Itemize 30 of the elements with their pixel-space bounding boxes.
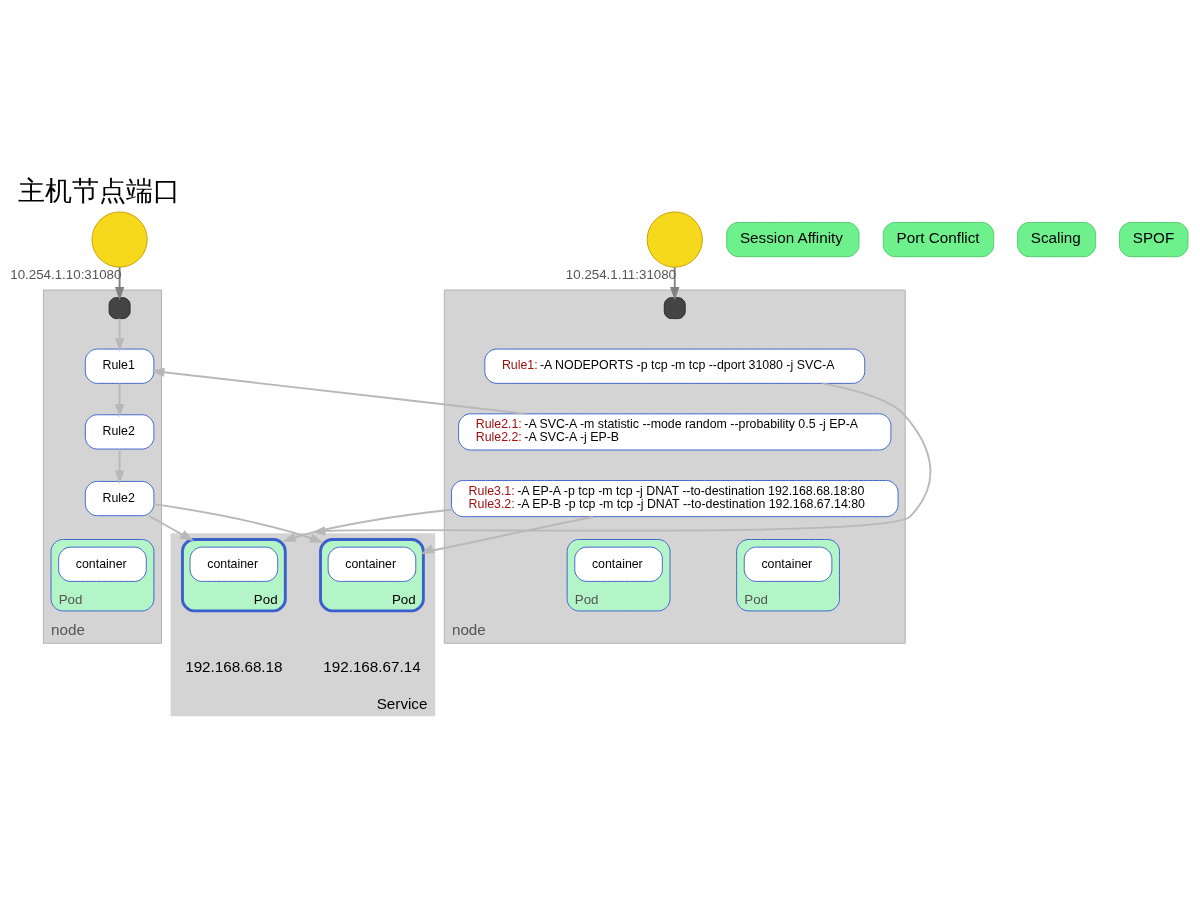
node-box: container xyxy=(327,546,417,582)
arrow xyxy=(114,317,125,352)
node-box: Rule1 xyxy=(84,348,155,384)
node-box xyxy=(108,297,131,320)
node-box: container xyxy=(58,546,147,582)
node-box: Rule2 xyxy=(84,480,155,517)
node-box xyxy=(663,297,686,320)
node-circle xyxy=(646,211,703,268)
arrow xyxy=(114,382,125,418)
arrow xyxy=(114,448,125,484)
node-box: Rule1: -A NODEPORTS -p tcp -m tcp --dport 31080 -j SVC-A xyxy=(484,348,866,384)
node-box: Scaling xyxy=(1017,221,1097,258)
node-box: SPOF xyxy=(1118,221,1189,258)
node-box: Rule2 xyxy=(84,414,155,450)
label: 192.168.68.18 xyxy=(185,657,283,675)
node-box: container xyxy=(189,546,279,582)
label: 192.168.67.14 xyxy=(323,657,421,675)
node-box: Rule2.1: -A SVC-A -m statistic --mode random --probability 0.5 -j EP-A Rule2.2: -A SVC-A -j EP-B xyxy=(458,413,892,451)
arrow xyxy=(670,266,680,301)
arrow xyxy=(151,367,527,415)
node-box: container xyxy=(743,546,833,582)
diagram-title: 主机节点端口 xyxy=(18,175,181,206)
node-circle xyxy=(91,211,148,268)
node-box: Port Conflict xyxy=(882,221,995,258)
arrow xyxy=(420,515,595,555)
arrow xyxy=(282,508,453,542)
node-box: Session Affinity xyxy=(726,221,860,258)
node-box: container xyxy=(574,546,663,582)
arrow xyxy=(147,514,194,541)
node-box: Rule3.1: -A EP-A -p tcp -m tcp -j DNAT --to-destination 192.168.68.18:80 Rule3.2: -A EP-B -p tcp -m tcp -j DNAT --to-destination 192.168.67.14:80 xyxy=(450,480,899,518)
